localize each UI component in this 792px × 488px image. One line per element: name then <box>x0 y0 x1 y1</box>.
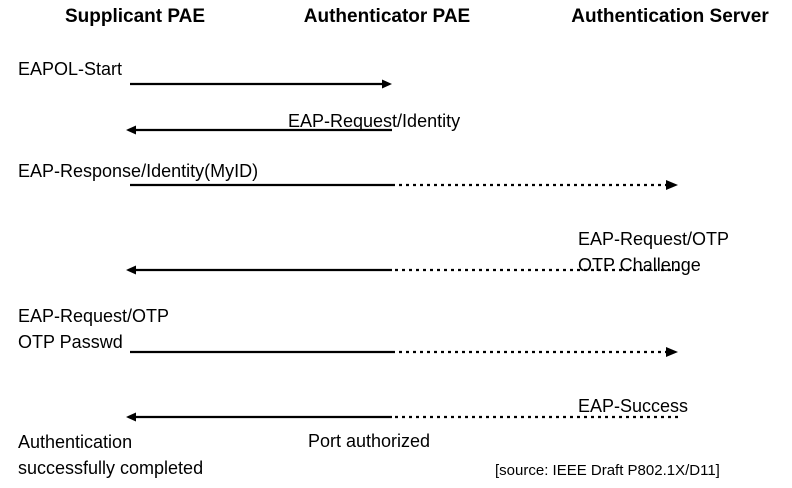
arrow-eap-request-otp-passwd <box>130 347 678 357</box>
arrow-eap-success <box>126 412 678 422</box>
column-header-authentication-server: Authentication Server <box>571 6 769 27</box>
annotation-port-authorized: Port authorized <box>308 431 431 451</box>
arrow-eap-request-identity <box>126 125 392 135</box>
message-label-eapol-start: EAPOL-Start <box>18 59 123 79</box>
column-header-supplicant: Supplicant PAE <box>64 6 206 27</box>
message-label-line-1: EAP-Request/OTP <box>18 306 170 326</box>
message-label-eap-success: EAP-Success <box>578 396 689 416</box>
annotation-line-1: Authentication <box>18 432 133 452</box>
message-label-line-2: OTP Passwd <box>18 332 123 352</box>
message-label-eap-request-otp-passwd: EAP-Request/OTP OTP Passwd <box>18 303 169 355</box>
column-header-authenticator: Authenticator PAE <box>303 6 471 27</box>
message-label-line-1: EAP-Request/OTP <box>578 229 730 249</box>
arrow-eap-request-otp-challenge <box>126 265 678 275</box>
arrow-eapol-start <box>130 79 392 89</box>
annotation-authentication-complete: Authentication successfully completed <box>18 429 203 481</box>
arrow-eap-response-identity <box>130 180 678 190</box>
message-label-eap-request-identity: EAP-Request/Identity <box>288 111 461 131</box>
source-citation: [source: IEEE Draft P802.1X/D11] <box>495 462 720 479</box>
message-label-eap-response-identity: EAP-Response/Identity(MyID) <box>18 161 259 181</box>
annotation-line-2: successfully completed <box>18 458 204 478</box>
